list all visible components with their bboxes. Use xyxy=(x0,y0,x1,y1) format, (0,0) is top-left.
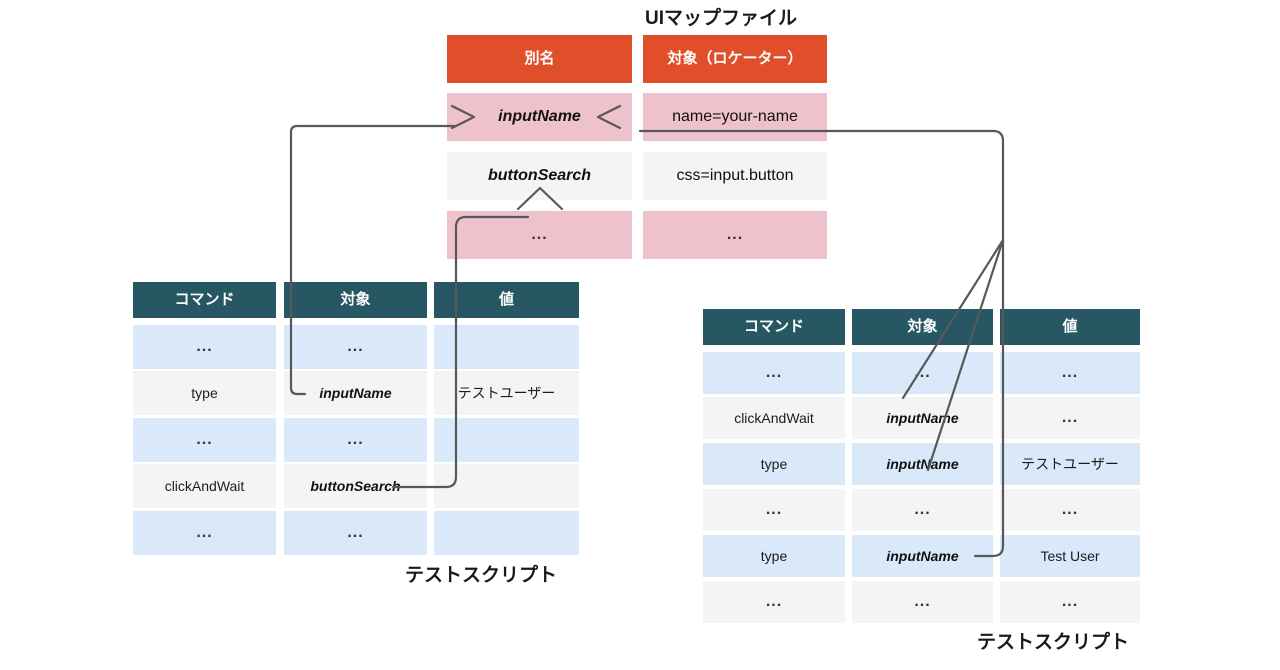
script-left-row-4-value[interactable] xyxy=(434,511,579,555)
uimap-row-0-locator[interactable]: name=your-name xyxy=(643,93,827,141)
uimap-row-2-alias[interactable]: ... xyxy=(447,211,632,259)
script-right-header-value: 値 xyxy=(1000,309,1140,345)
script-left-row-0-command[interactable]: ... xyxy=(133,325,276,369)
script-left-row-3-target[interactable]: buttonSearch xyxy=(284,464,427,508)
uimap-row-0-alias[interactable]: inputName xyxy=(447,93,632,141)
script-left-row-4-target[interactable]: ... xyxy=(284,511,427,555)
script-left-caption: テストスクリプト xyxy=(405,565,558,586)
script-left-row-3-command[interactable]: clickAndWait xyxy=(133,464,276,508)
script-left-header-value: 値 xyxy=(434,282,579,318)
script-right-row-5-value[interactable]: ... xyxy=(1000,581,1140,623)
script-left-row-2-target[interactable]: ... xyxy=(284,418,427,462)
script-right-row-1-command[interactable]: clickAndWait xyxy=(703,397,845,439)
uimap-caption: UIマップファイル xyxy=(645,8,798,29)
uimap-header-alias: 別名 xyxy=(447,35,632,83)
script-left-row-1-command[interactable]: type xyxy=(133,371,276,415)
script-left-row-2-command[interactable]: ... xyxy=(133,418,276,462)
script-right-row-4-value[interactable]: Test User xyxy=(1000,535,1140,577)
script-right-row-2-target[interactable]: inputName xyxy=(852,443,993,485)
script-right-row-3-command[interactable]: ... xyxy=(703,489,845,531)
script-right-row-0-target[interactable]: ... xyxy=(852,352,993,394)
script-right-row-1-value[interactable]: ... xyxy=(1000,397,1140,439)
script-left-header-command: コマンド xyxy=(133,282,276,318)
script-right-caption: テストスクリプト xyxy=(977,632,1130,653)
script-right-row-4-command[interactable]: type xyxy=(703,535,845,577)
script-right-row-2-command[interactable]: type xyxy=(703,443,845,485)
script-left-row-1-target[interactable]: inputName xyxy=(284,371,427,415)
uimap-header-locator: 対象（ロケーター） xyxy=(643,35,827,83)
script-right-header-target: 対象 xyxy=(852,309,993,345)
script-right-row-3-value[interactable]: ... xyxy=(1000,489,1140,531)
script-left-row-0-value[interactable] xyxy=(434,325,579,369)
script-right-row-0-value[interactable]: ... xyxy=(1000,352,1140,394)
uimap-row-2-locator[interactable]: ... xyxy=(643,211,827,259)
script-right-row-5-target[interactable]: ... xyxy=(852,581,993,623)
script-right-row-0-command[interactable]: ... xyxy=(703,352,845,394)
script-left-row-0-target[interactable]: ... xyxy=(284,325,427,369)
script-left-row-3-value[interactable] xyxy=(434,464,579,508)
script-right-header-command: コマンド xyxy=(703,309,845,345)
script-right-row-5-command[interactable]: ... xyxy=(703,581,845,623)
script-right-row-1-target[interactable]: inputName xyxy=(852,397,993,439)
script-left-row-2-value[interactable] xyxy=(434,418,579,462)
script-right-row-2-value[interactable]: テストユーザー xyxy=(1000,443,1140,485)
uimap-row-1-alias[interactable]: buttonSearch xyxy=(447,152,632,200)
script-right-row-3-target[interactable]: ... xyxy=(852,489,993,531)
script-right-row-4-target[interactable]: inputName xyxy=(852,535,993,577)
script-left-row-1-value[interactable]: テストユーザー xyxy=(434,371,579,415)
script-left-row-4-command[interactable]: ... xyxy=(133,511,276,555)
uimap-row-1-locator[interactable]: css=input.button xyxy=(643,152,827,200)
script-left-header-target: 対象 xyxy=(284,282,427,318)
